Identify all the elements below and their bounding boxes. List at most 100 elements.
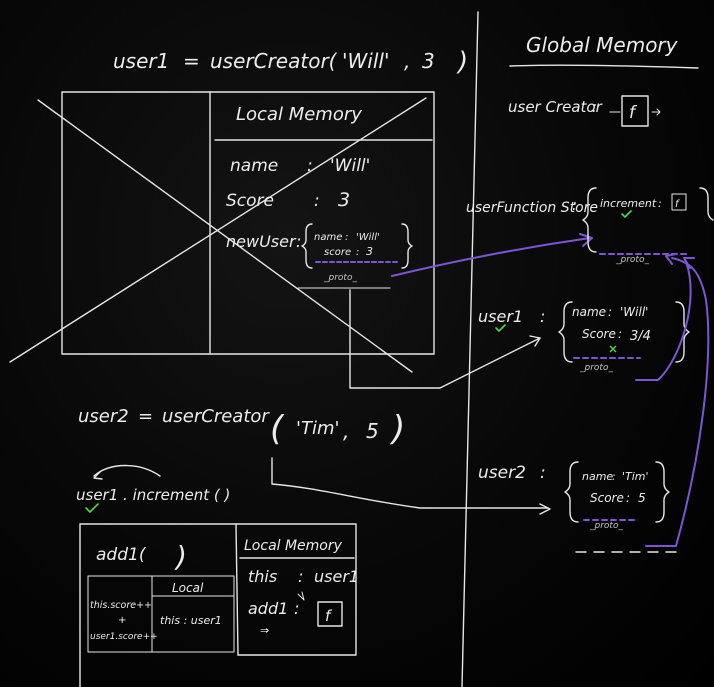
store-proto: _proto_ [615,255,649,265]
user1-right-brace [675,301,690,363]
global-memory-underline [509,64,699,69]
call3-text: user1 . increment ( ) [76,486,230,504]
user1-left-brace [558,301,573,363]
newuser-left-brace [301,223,313,269]
store-increment-val: f [675,199,680,210]
store-increment-fn-box [671,193,687,211]
return-line-1 [349,289,441,389]
newuser-obj-name-key: name [314,232,342,243]
store-left-brace [582,187,597,253]
global-userCreator-key: user Creator [508,98,603,116]
inner-this: this : user1 [160,614,222,627]
local1-newuser-key: newUser [226,232,297,251]
local1-name-val: 'Will' [330,156,370,176]
user2-proto-arrow [645,257,710,547]
exec2-fn-label: add1( [96,545,147,565]
local1-name-sep: : [307,156,313,176]
exec-context-2-box [79,523,357,687]
user1-score-val: 3/4 [630,329,651,344]
local2-this-key: this [248,567,277,586]
call1-fn: userCreator( [210,49,338,73]
local2-this-sep: : [298,567,303,586]
user2-score-key: Score [590,491,624,505]
newuser-right-brace [401,223,413,269]
local2-this-val: user1 [314,567,359,586]
call2-open: ( [270,409,285,449]
newuser-obj-score-key: score [324,247,351,258]
newuser-proto: _proto_ [323,273,357,283]
global-store-key: userFunction Store [466,200,598,216]
user1-name-sep: : [608,305,612,319]
return-arrowhead-1 [529,335,541,347]
local-memory-2-title: Local Memory [244,538,343,554]
call3-curl-arrowhead [93,471,103,480]
return-arrow-1 [439,337,541,389]
exec-context-2-split [235,523,239,656]
return-line-2 [271,457,549,509]
local1-newuser-sep: : [296,232,301,251]
store-increment-check [621,210,632,219]
global-store-sep: : [572,196,577,214]
inner-local-title: Local [172,581,204,595]
local2-add1-pointer [297,591,305,601]
global-user1-sep: : [540,307,545,326]
user2-score-sep: : [626,491,630,505]
inner-line1: this.score++ [90,600,152,611]
user2-name-sep: : [612,470,616,483]
exec-context-1-box [61,91,435,355]
newuser-obj-score-val: 3 [366,245,373,258]
global-user2-sep: : [540,463,546,483]
user1-name-val: 'Will' [620,305,648,319]
local2-add1-fn-box [317,601,343,627]
local1-name-key: name [230,156,278,176]
call2-arg2: 5 [366,419,379,443]
inner-plus: + [118,615,126,626]
global-userCreator-val: f [629,103,638,123]
store-increment-key: increment [600,197,657,210]
call1-eq: = [183,49,200,73]
local2-add1-val: f [325,607,333,625]
global-memory-title: Global Memory [526,33,679,57]
local1-score-sep: : [314,191,320,211]
call1-arg1: 'Will' [342,49,389,73]
inner-exec-box [87,575,235,653]
user1-proto: _proto_ [579,363,613,373]
return-arrowhead-2 [539,503,551,515]
local2-add1-sep: : [294,599,299,618]
user1-score-cross [609,345,617,353]
center-divider [461,11,479,687]
call2-arg1: 'Tim' [296,418,339,439]
user2-right-brace [655,461,670,523]
cross-out-line-b [9,97,427,363]
user1-name-key: name [572,305,606,319]
newuser-obj-score-sep: : [356,247,359,258]
call1-var: user1 [113,49,169,73]
user2-score-val: 5 [638,491,646,505]
local2-arrow-glyph: ⇒ [260,624,269,637]
newuser-obj-name-val: 'Will' [356,232,380,243]
global-userCreator-arrows [609,108,661,116]
call2-close: ) [389,409,405,449]
user1-proto-arrow [635,261,692,381]
store-proto-arrowhead-b [683,257,695,269]
store-proto-arrowhead-a [665,253,677,265]
user2-left-brace [564,461,579,523]
local2-add1-key: add1 [248,599,288,618]
exec2-fn-close: ) [174,540,187,573]
global-user1-key: user1 [478,307,523,326]
call1-arg2: 3 [422,49,435,73]
user2-name-val: 'Tim' [622,470,649,483]
call1-close: ) [456,47,468,77]
global-userCreator-sep: : [592,98,597,116]
global-user1-check [495,324,506,333]
proto-link-arrowhead [579,233,593,247]
inner-line2: user1.score++ [90,632,158,642]
call1-comma: , [404,49,410,73]
global-userCreator-fn-box [621,95,649,127]
call3-checkmark [85,503,99,514]
call2-var: user2 [78,406,129,427]
call3-curl-arrow [93,464,161,477]
call2-fn: userCreator [162,406,270,427]
